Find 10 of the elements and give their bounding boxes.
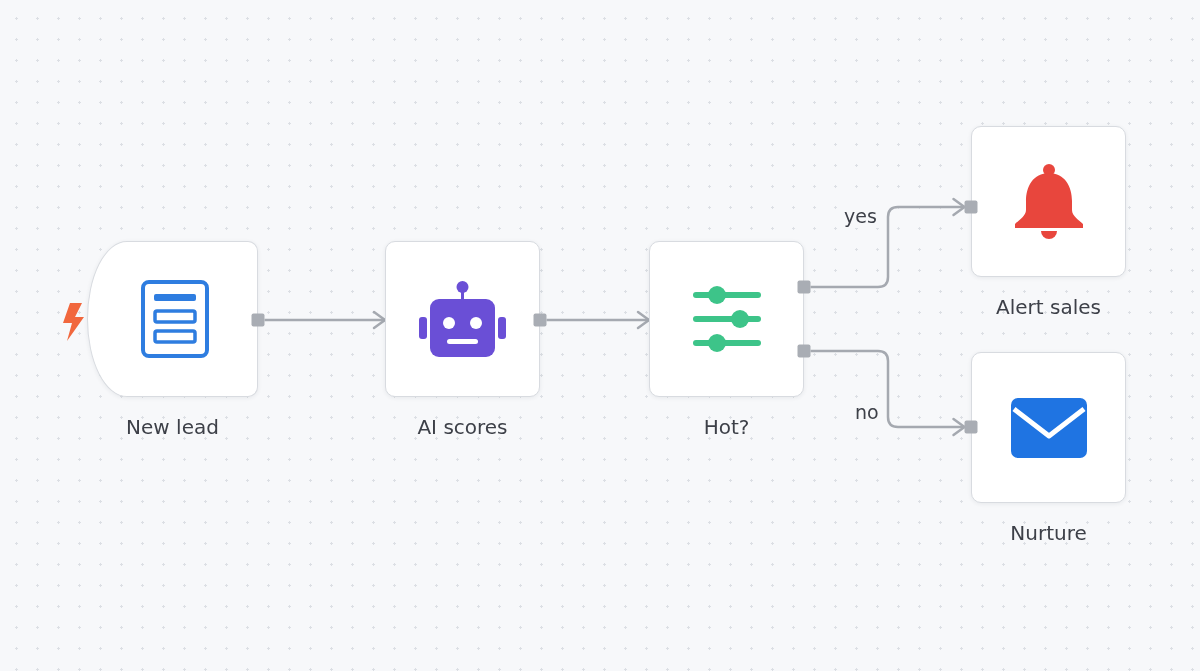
arrow — [264, 310, 387, 330]
node-label: Hot? — [703, 415, 750, 439]
arrow — [810, 197, 966, 289]
node-label: Alert sales — [996, 295, 1101, 319]
edge-label: yes — [841, 204, 880, 228]
arrow — [810, 349, 966, 437]
node-label: New lead — [126, 415, 219, 439]
node-label: Nurture — [1010, 521, 1087, 545]
node-label: AI scores — [417, 415, 508, 439]
arrow — [546, 310, 651, 330]
